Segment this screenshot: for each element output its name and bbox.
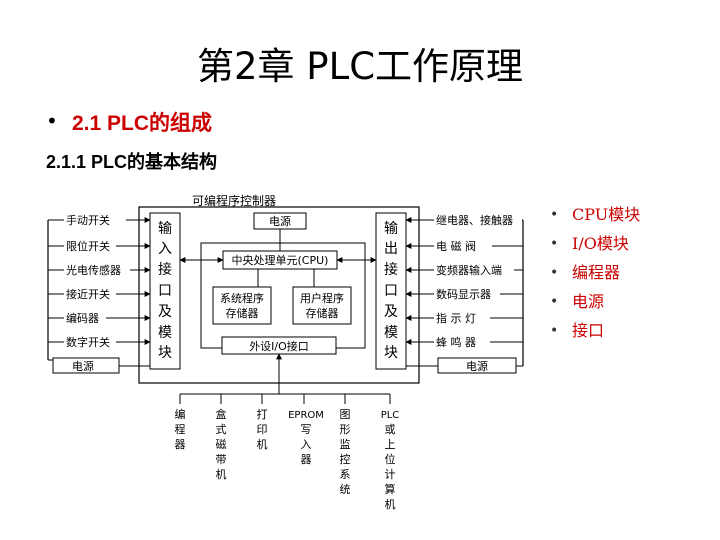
peripheral-char: 磁: [216, 438, 227, 451]
output-device-label: 蜂 鸣 器: [436, 335, 476, 349]
input-module-char: 接: [158, 261, 172, 278]
output-device-label: 变频器输入端: [436, 263, 502, 277]
output-module-char: 及: [384, 304, 398, 320]
user-memory-box: [292, 286, 352, 325]
peripheral-port-label: 外设I/O接口: [249, 340, 309, 353]
user-memory-label: 存储器: [306, 306, 339, 320]
peripheral-char: EPROM: [288, 410, 324, 421]
input-device-label: 手动开关: [66, 213, 110, 227]
peripheral-char: 上: [385, 438, 396, 451]
peripheral-char: 控: [340, 452, 351, 466]
output-power-label: 电源: [466, 359, 488, 373]
peripheral-char: 式: [216, 423, 227, 436]
output-module-char: 接: [384, 261, 398, 278]
peripheral-char: 机: [385, 497, 396, 511]
system-memory-label: 存储器: [226, 306, 259, 320]
peripheral-char: 或: [385, 423, 396, 436]
system-memory-label: 系统程序: [220, 291, 264, 305]
input-device-label: 光电传感器: [66, 263, 121, 277]
system-memory-box: [212, 286, 272, 325]
output-module-char: 出: [384, 241, 398, 257]
peripheral-char: 机: [216, 467, 227, 481]
peripheral-char: 系: [340, 468, 351, 481]
feature-item: •接口: [550, 321, 605, 340]
input-devices: 手动开关 限位开关 光电传感器 接近开关 编码器 数字开关: [48, 213, 151, 349]
output-device-label: 指 示 灯: [436, 311, 476, 325]
peripheral-char: 器: [175, 438, 186, 451]
output-module-char: 口: [384, 283, 398, 299]
output-module: [375, 212, 407, 370]
peripheral-char: 算: [385, 482, 396, 496]
input-module-char: 输: [158, 221, 172, 237]
feature-label: 电源: [572, 292, 605, 311]
peripheral-char: 计: [385, 468, 396, 481]
feature-label: I/O模块: [572, 234, 629, 253]
peripheral-char: 图: [340, 408, 351, 421]
user-memory-label: 用户程序: [300, 291, 344, 305]
peripheral-char: 统: [340, 483, 351, 496]
feature-item: •编程器: [550, 263, 621, 282]
peripheral-char: 入: [301, 438, 312, 451]
feature-item: •电源: [550, 292, 605, 311]
output-device-label: 继电器、接触器: [436, 213, 513, 227]
peripheral-char: 机: [257, 437, 268, 451]
input-module-char: 及: [158, 304, 172, 320]
plc-frame-label: 可编程序控制器: [192, 193, 276, 208]
input-module-char: 口: [158, 283, 172, 299]
input-device-label: 数字开关: [66, 335, 110, 349]
peripheral-char: 监: [340, 438, 351, 451]
peripheral-char: 编: [175, 407, 186, 421]
feature-label: CPU模块: [572, 205, 641, 224]
input-device-label: 接近开关: [66, 287, 110, 301]
subsection-title: 2.1.1 PLC的基本结构: [46, 152, 218, 172]
peripheral-char: 打: [257, 407, 268, 421]
output-device-label: 电 磁 阀: [436, 239, 476, 253]
input-module-char: 块: [158, 345, 172, 361]
feature-list: •CPU模块 •I/O模块 •编程器 •电源 •接口: [550, 202, 640, 347]
peripheral-char: 盒: [216, 407, 227, 421]
section-title: 2.1 PLC的组成: [72, 112, 213, 135]
peripheral-char: 程: [175, 423, 186, 436]
feature-item: •I/O模块: [550, 234, 629, 253]
input-device-label: 限位开关: [66, 239, 110, 253]
peripheral-char: PLC: [381, 410, 400, 421]
peripheral-char: 带: [216, 453, 227, 466]
input-module-char: 入: [158, 241, 172, 257]
peripheral-char: 位: [385, 452, 396, 466]
page-title: 第2章 PLC工作原理: [196, 45, 524, 88]
peripheral-char: 形: [340, 423, 351, 436]
output-module-char: 模: [384, 325, 398, 341]
cpu-label: 中央处理单元(CPU): [232, 254, 329, 267]
section-bullet: •: [46, 109, 58, 133]
feature-item: •CPU模块: [550, 205, 641, 224]
input-power-label: 电源: [72, 359, 94, 373]
peripheral-char: 写: [301, 423, 312, 436]
input-module: [149, 212, 181, 370]
output-module-char: 块: [384, 345, 398, 361]
input-device-label: 编码器: [66, 311, 99, 325]
feature-label: 编程器: [572, 263, 621, 282]
power-label: 电源: [269, 214, 291, 228]
output-devices: 继电器、接触器 电 磁 阀 变频器输入端 数码显示器 指 示 灯 蜂 鸣 器: [405, 213, 523, 349]
feature-label: 接口: [572, 321, 605, 340]
peripheral-char: 器: [301, 453, 312, 466]
output-module-char: 输: [384, 221, 398, 237]
peripheral-char: 印: [257, 423, 268, 436]
output-device-label: 数码显示器: [436, 288, 491, 301]
input-module-char: 模: [158, 325, 172, 341]
